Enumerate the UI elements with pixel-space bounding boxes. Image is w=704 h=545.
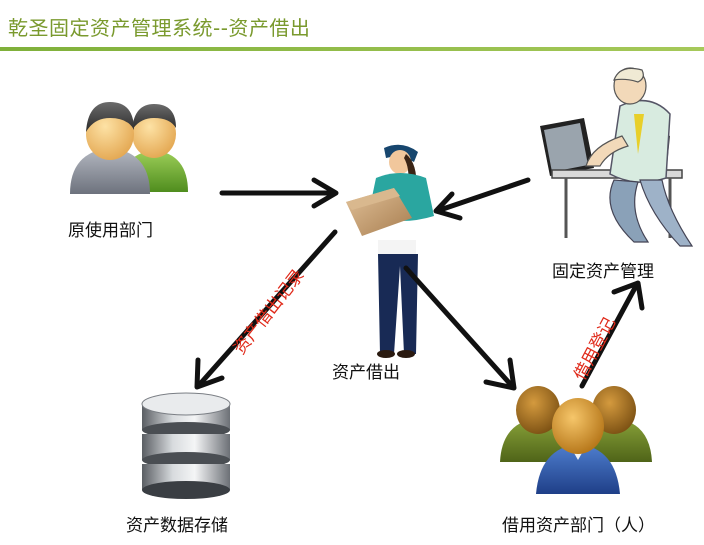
office-worker-computer-icon bbox=[540, 67, 694, 247]
database-icon bbox=[141, 392, 231, 499]
delivery-worker-icon bbox=[346, 144, 434, 358]
arrow-borrow-to-mgmt bbox=[579, 280, 645, 389]
asset-lend-label: 资产借出 bbox=[332, 363, 400, 383]
two-users-icon bbox=[70, 102, 188, 194]
page-title: 乾圣固定资产管理系统--资产借出 bbox=[8, 16, 311, 40]
origin-dept-label: 原使用部门 bbox=[68, 221, 153, 241]
arrow-origin-to-lend bbox=[219, 177, 339, 209]
data-storage-label: 资产数据存储 bbox=[126, 516, 228, 536]
title-divider bbox=[0, 47, 704, 51]
user-group-icon bbox=[500, 386, 652, 494]
fixed-asset-mgmt-label: 固定资产管理 bbox=[552, 262, 654, 282]
arrow-mgmt-to-lend bbox=[433, 177, 531, 221]
arrow-lend-to-storage bbox=[194, 229, 338, 390]
arrow-lend-to-borrow bbox=[403, 265, 517, 391]
borrow-dept-label: 借用资产部门（人） bbox=[502, 516, 655, 536]
